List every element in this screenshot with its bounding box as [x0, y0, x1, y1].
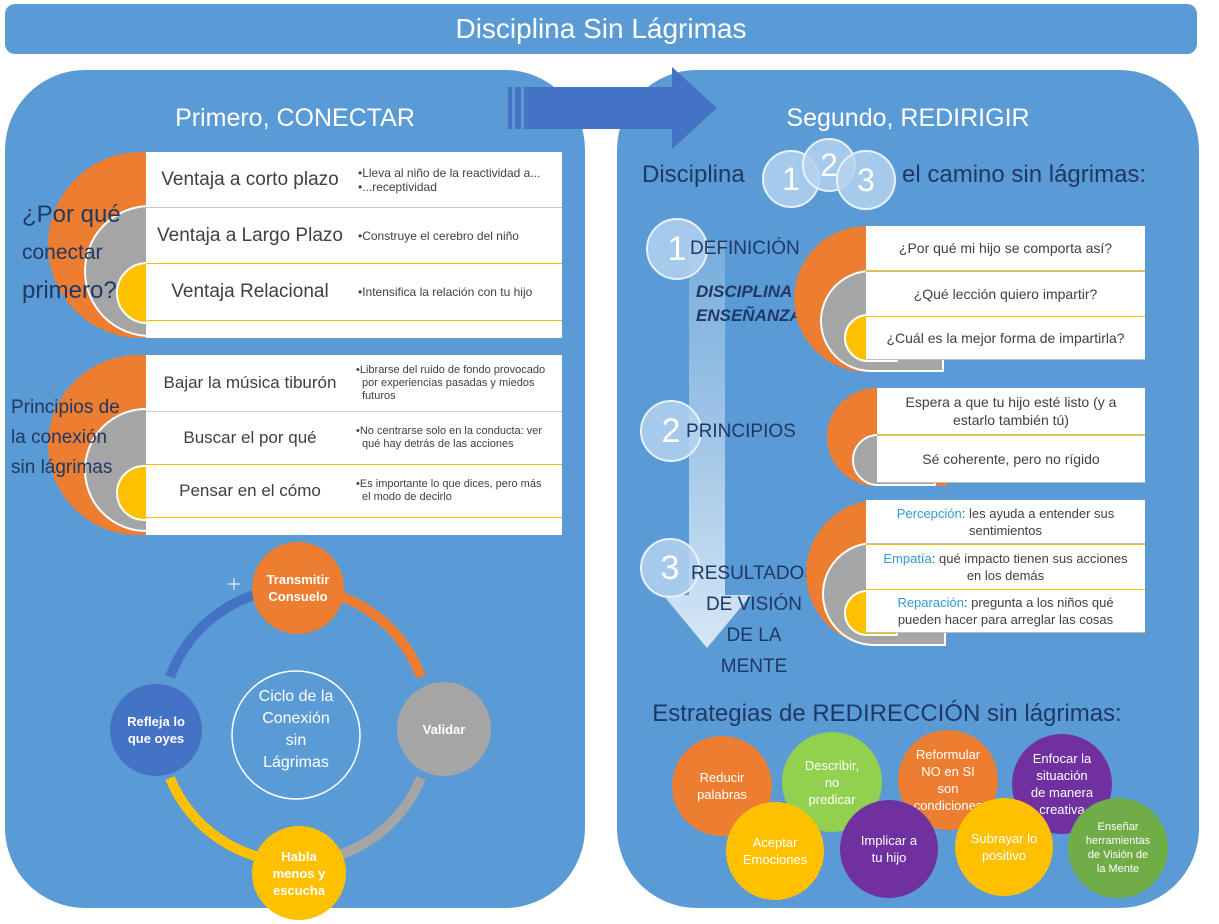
cycle-center-label: Ciclo de la Conexión sin Lágrimas: [258, 688, 334, 771]
why-row-1: Ventaja a corto plazo •Lleva al niño de …: [146, 152, 562, 208]
right-heading: Segundo, REDIRIGIR: [786, 104, 1030, 132]
principles-row-2: Buscar el por qué •No centrarse solo en …: [146, 412, 562, 465]
discipline-suffix: el camino sin lágrimas:: [902, 161, 1147, 188]
principles-row-1: Bajar la música tiburón •Librarse del ru…: [146, 355, 562, 412]
row-label: Ventaja a corto plazo: [161, 168, 339, 190]
row-label: Ventaja Relacional: [171, 281, 329, 302]
page-title: Disciplina Sin Lágrimas: [455, 13, 747, 44]
definition-row-2: ¿Qué lección quiero impartir?: [866, 271, 1145, 317]
arrow-right-icon: [508, 67, 717, 149]
results-row-2: Empatía: qué impacto tienen sus acciones…: [866, 544, 1145, 590]
why-question: ¿Por qué conectar primero?: [22, 201, 121, 304]
definition-equation: DISCIPLINA = ENSEÑANZA: [696, 282, 807, 325]
number-badge-3: 3: [836, 150, 896, 210]
results-label: RESULTADOS DE VISIÓN DE LA MENTE: [691, 563, 817, 677]
row-label: Ventaja a Largo Plazo: [157, 224, 343, 246]
principles-row-3: Pensar en el cómo •Es importante lo que …: [146, 465, 562, 518]
number-badge-1: 1: [646, 218, 708, 280]
why-row-2: Ventaja a Largo Plazo •Construye el cere…: [146, 208, 562, 264]
principles-right-label: PRINCIPIOS: [686, 421, 796, 442]
why-row-3: Ventaja Relacional •Intensifica la relac…: [146, 264, 562, 321]
number-badge-3: 3: [640, 538, 700, 598]
principles-label: Principios de la conexión sin lágrimas: [11, 397, 120, 478]
number-badge-2: 2: [640, 400, 702, 462]
principles-right-row-2: Sé coherente, pero no rígido: [877, 435, 1145, 483]
discipline-prefix: Disciplina: [642, 161, 745, 188]
definition-label: DEFINICIÓN: [690, 238, 800, 259]
strategies-heading: Estrategias de REDIRECCIÓN sin lágrimas:: [652, 700, 1122, 727]
down-arrow-icon: [665, 240, 751, 648]
left-heading: Primero, CONECTAR: [175, 104, 415, 132]
title-bar: Disciplina Sin Lágrimas: [5, 4, 1197, 54]
cycle-ring: [165, 578, 426, 868]
definition-row-1: ¿Por qué mi hijo se comporta así?: [866, 226, 1145, 271]
definition-row-3: ¿Cuál es la mejor forma de impartirla?: [866, 316, 1145, 360]
cycle-node-validar: Validar: [397, 682, 491, 776]
